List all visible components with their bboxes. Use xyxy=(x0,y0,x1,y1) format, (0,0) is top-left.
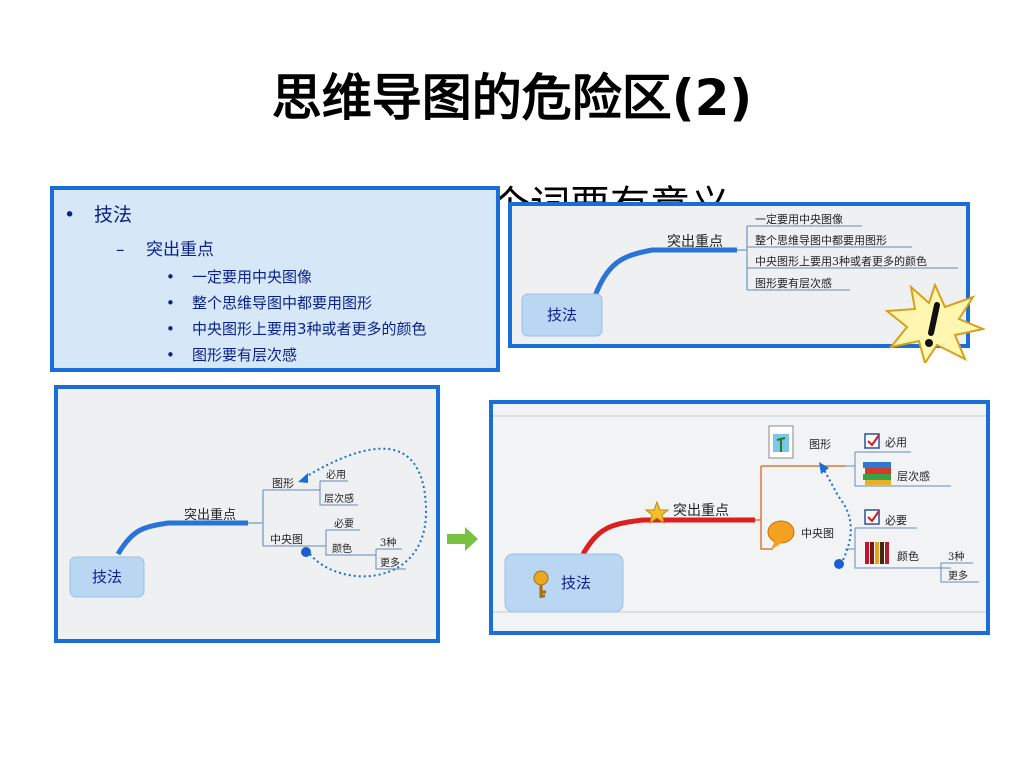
root-label: 技法 xyxy=(561,574,591,592)
child-label: 3种 xyxy=(948,550,964,563)
books-icon xyxy=(863,462,891,485)
page-title: 思维导图的危险区(2) xyxy=(271,69,753,127)
child-label: 颜色 xyxy=(332,542,352,555)
main-branch-line xyxy=(580,517,755,556)
child-connector xyxy=(368,548,406,570)
mindmap-left-svg: 技法 突出重点 图形 中央图 必用 层次感 必要 颜色 3种 更多 xyxy=(69,447,428,598)
relation-arrowhead xyxy=(819,462,829,474)
sub-label: 中央图 xyxy=(801,527,834,540)
sub-label: 图形要有层次感 xyxy=(755,276,832,290)
mindmap-panel-right: 技法 突出重点 图形 中央图 必用 层次感 xyxy=(489,400,990,635)
sub-label: 图形 xyxy=(272,477,294,490)
root-label: 技法 xyxy=(92,568,122,586)
outline-level1: •技法 xyxy=(64,204,133,226)
outline-box: •技法 –突出重点 •一定要用中央图像 •整个思维导图中都要用图形 •中央图形上… xyxy=(50,186,500,372)
relation-dotted-line xyxy=(822,467,852,561)
image-file-icon xyxy=(768,425,794,459)
exclamation-burst-icon xyxy=(885,283,985,363)
checkbox-icon xyxy=(864,433,880,449)
color-bars-icon xyxy=(865,542,889,564)
branch-label: 突出重点 xyxy=(667,234,723,250)
sub-label: 中央图 xyxy=(270,533,303,546)
child-label: 必用 xyxy=(326,468,346,481)
sub-label: 整个思维导图中都要用图形 xyxy=(755,233,887,247)
mindmap-panel-top: 技法 突出重点 一定要用中央图像 整个思维导图中都要用图形 中央图形上要用3种或… xyxy=(508,202,970,348)
child-connector xyxy=(940,562,979,583)
child-label: 3种 xyxy=(380,536,396,549)
sub-connector xyxy=(755,465,845,550)
mindmap-right-svg: 技法 突出重点 图形 中央图 必用 层次感 xyxy=(493,415,986,613)
sub-label: 中央图形上要用3种或者更多的颜色 xyxy=(755,254,927,268)
relation-arrowhead xyxy=(298,473,308,483)
root-node xyxy=(504,553,624,613)
speech-bubble-icon xyxy=(767,520,795,550)
checkbox-icon xyxy=(864,509,880,525)
arrow-right-icon xyxy=(447,527,478,551)
child-connector xyxy=(308,480,358,506)
branch-label: 突出重点 xyxy=(673,503,729,519)
outline-level3-item: •一定要用中央图像 xyxy=(166,268,313,286)
child-label: 层次感 xyxy=(897,469,930,483)
sub-connector xyxy=(248,490,264,546)
relation-dotted-line xyxy=(301,447,428,578)
sub-label: 图形 xyxy=(809,438,831,451)
root-node xyxy=(69,556,145,598)
outline-level2: –突出重点 xyxy=(116,240,214,260)
branch-label: 突出重点 xyxy=(184,507,236,523)
child-label: 必要 xyxy=(334,517,354,530)
outline-level3-item: •图形要有层次感 xyxy=(166,346,298,364)
sub-label: 一定要用中央图像 xyxy=(755,212,843,226)
star-icon xyxy=(644,500,670,525)
main-branch-line xyxy=(115,520,248,556)
child-label: 层次感 xyxy=(324,492,354,505)
root-label: 技法 xyxy=(547,306,577,324)
child-connector xyxy=(845,451,951,487)
outline-level3-item: •整个思维导图中都要用图形 xyxy=(166,294,373,312)
relation-start-dot xyxy=(834,559,844,569)
child-label: 必用 xyxy=(885,436,907,449)
child-label: 必要 xyxy=(885,514,907,527)
sub-connector xyxy=(737,226,748,290)
mindmap-top-svg: 技法 突出重点 一定要用中央图像 整个思维导图中都要用图形 中央图形上要用3种或… xyxy=(521,212,958,337)
outline-level3-item: •中央图形上要用3种或者更多的颜色 xyxy=(166,320,427,338)
root-node xyxy=(521,293,603,337)
child-label: 更多 xyxy=(380,556,400,569)
key-icon xyxy=(533,570,549,598)
child-label: 更多 xyxy=(948,569,968,582)
child-connector xyxy=(318,529,368,556)
relation-start-dot xyxy=(301,547,311,557)
child-label: 颜色 xyxy=(897,549,919,563)
main-branch-line xyxy=(589,247,737,305)
mindmap-panel-left: 技法 突出重点 图形 中央图 必用 层次感 必要 颜色 3种 更多 xyxy=(54,385,440,643)
